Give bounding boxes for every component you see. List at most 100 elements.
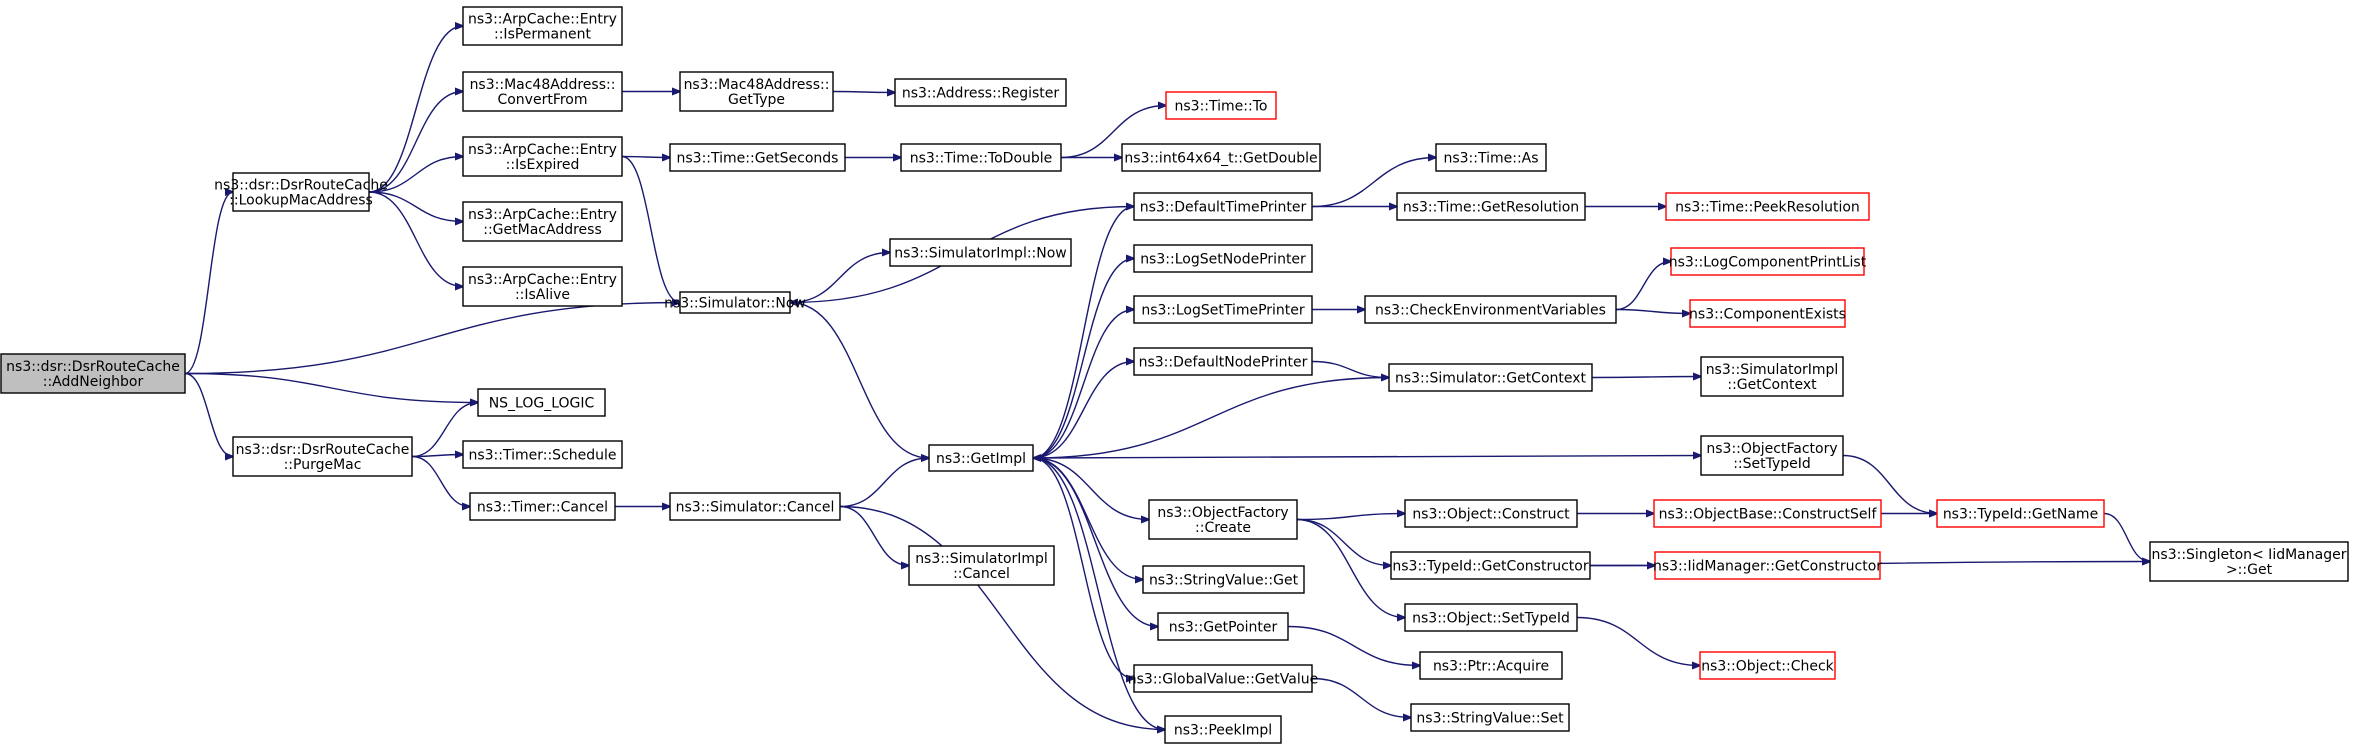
node-label: ns3::LogComponentPrintList [1669,255,1867,271]
node-ns3-stringvalue-set[interactable]: ns3::StringValue::Set [1410,703,1570,732]
node-ns3-checkenvironmentvariables[interactable]: ns3::CheckEnvironmentVariables [1364,295,1617,324]
node-ns3-object-settypeid[interactable]: ns3::Object::SetTypeId [1404,603,1578,632]
node-ns3-mac48address-gettype[interactable]: ns3::Mac48Address::GetType [679,71,834,112]
node-ns3-time-as[interactable]: ns3::Time::As [1435,143,1547,172]
node-ns3-arpcache-entry-isexpired[interactable]: ns3::ArpCache::Entry::IsExpired [462,136,623,177]
node-ns3-simulatorimpl-getcontext[interactable]: ns3::SimulatorImpl::GetContext [1700,356,1844,397]
node-ns3-arpcache-entry-ispermanent[interactable]: ns3::ArpCache::Entry::IsPermanent [462,6,623,46]
call-edge [411,455,463,457]
node-ns3-object-construct[interactable]: ns3::Object::Construct [1404,499,1578,528]
node-ns3-time-to[interactable]: ns3::Time::To [1165,91,1277,120]
node-ns3-iidmanager-getconstructor[interactable]: ns3::IidManager::GetConstructor [1653,551,1882,580]
node-label: ::LookupMacAddress [229,193,373,209]
node-box [1396,192,1586,221]
node-ns3-time-getseconds[interactable]: ns3::Time::GetSeconds [669,143,846,172]
edge-n1-n9 [368,191,463,287]
node-ns3-address-register[interactable]: ns3::Address::Register [894,78,1067,107]
node-ns3-objectfactory-create[interactable]: ns3::ObjectFactory::Create [1148,499,1298,540]
node-ns3-logcomponentprintlist[interactable]: ns3::LogComponentPrintList [1669,247,1867,276]
node-ns3-simulator-getcontext[interactable]: ns3::Simulator::GetContext [1388,363,1593,392]
node-label: GetType [728,92,785,108]
node-ns3-logsettimeprinter[interactable]: ns3::LogSetTimePrinter [1133,295,1313,324]
node-box [1670,247,1865,276]
node-ns3-stringvalue-get[interactable]: ns3::StringValue::Get [1142,565,1305,594]
node-ns3-int64x64-t-getdouble[interactable]: ns3::int64x64_t::GetDouble [1121,143,1321,172]
node-box [1164,715,1282,744]
edge-n4-n10 [411,455,463,457]
edge-n15-n26 [1032,457,1149,520]
node-label: ::Cancel [953,566,1010,582]
node-ns3-peekimpl[interactable]: ns3::PeekImpl [1164,715,1282,744]
node-box [232,436,413,477]
node-label: ns3::Timer::Schedule [468,448,616,464]
call-edge [1311,677,1411,718]
node-ns3-mac48address-convertfrom[interactable]: ns3::Mac48Address::ConvertFrom [462,71,623,112]
node-label: ns3::Time::ToDouble [910,151,1053,167]
edge-n16-n15 [839,458,929,508]
node-box [1142,565,1305,594]
node-label: ns3::dsr::DsrRouteCache [6,359,180,375]
call-edge [1032,207,1134,459]
call-edge [1032,457,1158,627]
node-box [1699,651,1836,680]
node-ns3-dsr-dsrroutecache-purgemac[interactable]: ns3::dsr::DsrRouteCache::PurgeMac [232,436,413,477]
edge-n15-n30 [1032,457,1165,730]
node-ns3-globalvalue-getvalue[interactable]: ns3::GlobalValue::GetValue [1128,664,1318,693]
node-ns3-dsr-dsrroutecache-addneighbor[interactable]: ns3::dsr::DsrRouteCache::AddNeighbor [0,353,186,394]
node-ns3-typeid-getname[interactable]: ns3::TypeId::GetName [1936,499,2105,528]
node-ns3-object-check[interactable]: ns3::Object::Check [1699,651,1836,680]
node-ns3-time-peekresolution[interactable]: ns3::Time::PeekResolution [1665,192,1870,221]
node-ns3-arpcache-entry-isalive[interactable]: ns3::ArpCache::Entry::IsAlive [462,266,623,307]
call-edge [1311,158,1436,208]
edge-n16-n30 [839,505,1165,730]
node-ns3-defaultnodeprinter[interactable]: ns3::DefaultNodePrinter [1133,347,1313,376]
node-ns3-arpcache-entry-getmacaddress[interactable]: ns3::ArpCache::Entry::GetMacAddress [462,201,623,242]
node-label: ns3::Object::SetTypeId [1412,611,1570,627]
node-ns3-simulator-cancel[interactable]: ns3::Simulator::Cancel [669,492,841,521]
node-ns3-defaulttimeprinter[interactable]: ns3::DefaultTimePrinter [1133,192,1313,221]
nodes-layer: ns3::dsr::DsrRouteCache::AddNeighborns3:… [0,6,2349,744]
node-box [462,71,623,112]
node-ns3-timer-cancel[interactable]: ns3::Timer::Cancel [469,492,616,521]
node-ns3-simulator-now[interactable]: ns3::Simulator::Now [664,291,806,314]
node-ns3-singleton-iidmanager-get[interactable]: ns3::Singleton< IidManager >::Get [2149,541,2349,582]
node-label: ns3::Time::GetResolution [1403,200,1579,216]
node-label: ConvertFrom [497,92,587,108]
call-edge [1615,262,1671,311]
call-edge [184,192,233,375]
node-box [1404,603,1578,632]
call-edge [1842,454,1937,514]
node-ns3-logsetnodeprinter[interactable]: ns3::LogSetNodePrinter [1133,244,1313,273]
node-ns3-time-todouble[interactable]: ns3::Time::ToDouble [900,143,1062,172]
node-ns-log-logic[interactable]: NS_LOG_LOGIC [477,388,606,417]
node-label: ns3::Mac48Address:: [470,77,616,93]
edges-layer [184,26,2150,730]
node-label: ns3::Simulator::Cancel [676,500,835,516]
node-box [1936,499,2105,528]
node-box [0,353,186,394]
node-ns3-simulatorimpl-now[interactable]: ns3::SimulatorImpl::Now [889,238,1072,267]
node-ns3-objectfactory-settypeid[interactable]: ns3::ObjectFactory::SetTypeId [1700,435,1844,476]
edge-n33-n42 [1615,308,1690,314]
node-ns3-getimpl[interactable]: ns3::GetImpl [928,444,1034,472]
node-label: ::IsAlive [515,287,570,303]
node-ns3-timer-schedule[interactable]: ns3::Timer::Schedule [462,440,623,469]
edge-n0-n3 [184,372,478,403]
node-ns3-objectbase-constructself[interactable]: ns3::ObjectBase::ConstructSelf [1653,499,1882,528]
node-label: ns3::GetPointer [1169,620,1278,636]
node-ns3-getpointer[interactable]: ns3::GetPointer [1157,612,1289,641]
edge-n48-n49 [2103,512,2150,562]
edge-n2-n15 [789,301,929,459]
node-ns3-simulatorimpl-cancel[interactable]: ns3::SimulatorImpl::Cancel [908,545,1055,586]
node-label: ns3::Time::GetSeconds [677,151,839,167]
call-edge [1032,457,1165,730]
node-label: ns3::Time::As [1443,151,1538,167]
node-ns3-typeid-getconstructor[interactable]: ns3::TypeId::GetConstructor [1390,551,1591,580]
edge-n1-n5 [368,26,463,193]
node-label: ns3::DefaultTimePrinter [1140,200,1307,216]
node-ns3-time-getresolution[interactable]: ns3::Time::GetResolution [1396,192,1586,221]
node-ns3-ptr-acquire[interactable]: ns3::Ptr::Acquire [1419,651,1563,680]
node-ns3-dsr-dsrroutecache-lookupmacaddress[interactable]: ns3::dsr::DsrRouteCache::LookupMacAddres… [214,172,388,212]
node-ns3-componentexists[interactable]: ns3::ComponentExists [1689,299,1846,328]
call-edge [184,372,478,403]
